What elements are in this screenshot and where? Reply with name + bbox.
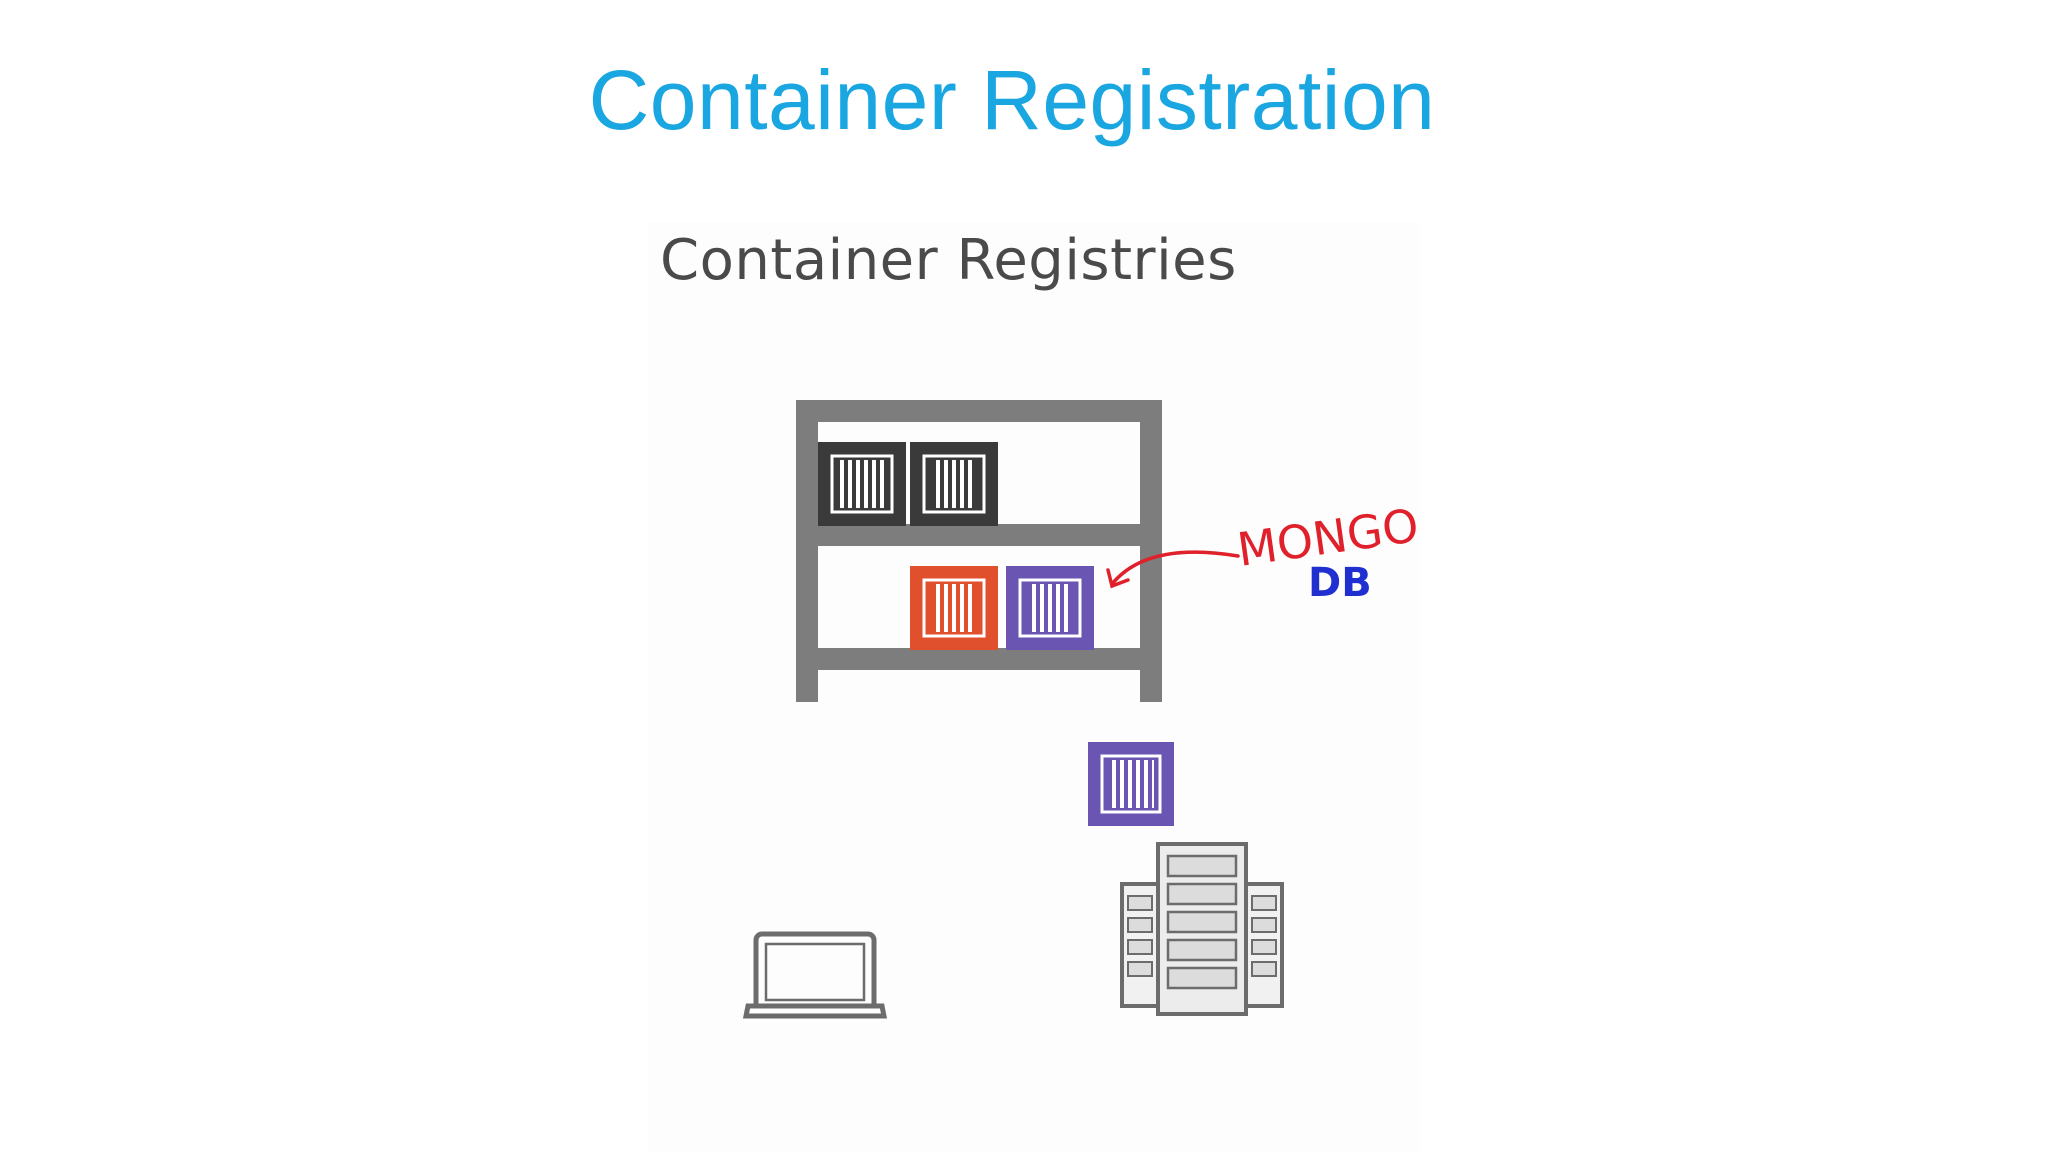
- annotation-db: DB: [1308, 560, 1372, 606]
- container-icon: [818, 442, 906, 526]
- container-icon: [1006, 566, 1094, 650]
- storage-shelf-icon: [796, 400, 1162, 702]
- container-icon: [910, 442, 998, 526]
- slide-title: Container Registration: [588, 53, 1436, 147]
- annotation-arrow: [1106, 550, 1240, 589]
- laptop-icon: [742, 931, 888, 1019]
- server-rack-icon: [1120, 842, 1284, 1016]
- clip-heading: Container Registries: [660, 228, 1237, 293]
- container-icon: [910, 566, 998, 650]
- container-icon: [1088, 742, 1174, 826]
- embedded-video-frame: [648, 222, 1420, 1152]
